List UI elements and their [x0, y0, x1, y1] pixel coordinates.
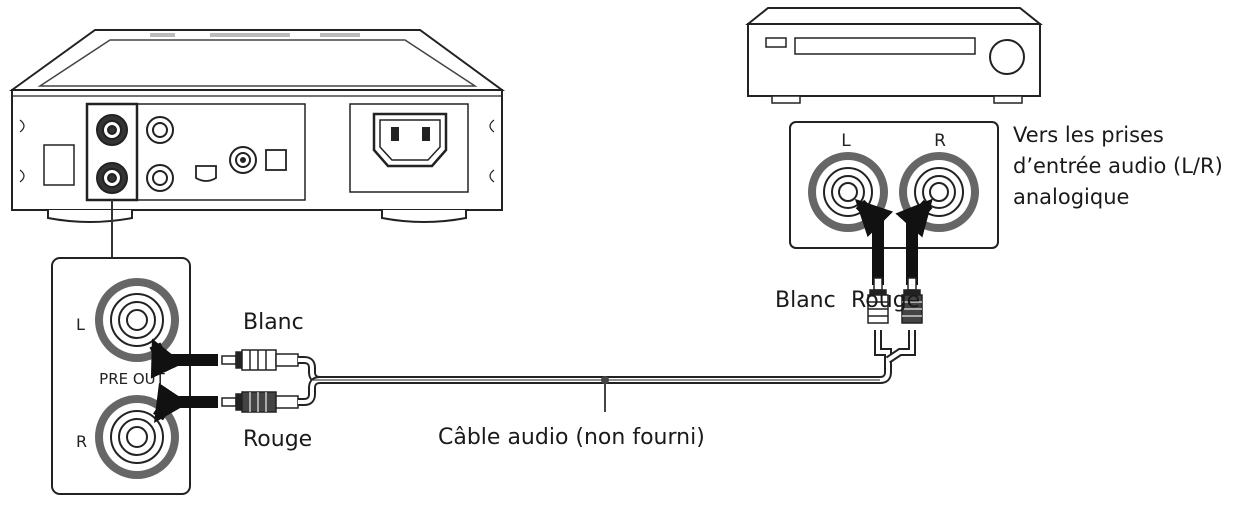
rca-plug-right-red	[901, 277, 923, 324]
label-white-right: Blanc	[775, 288, 836, 313]
arrow-to-input-r	[895, 198, 933, 285]
rca-plug-right-white	[867, 277, 889, 324]
label-destination-line2: d’entrée audio (L/R)	[1013, 154, 1223, 178]
label-destination-line1: Vers les prises	[1013, 123, 1164, 147]
destination-input-panel	[789, 121, 999, 249]
label-cable: Câble audio (non fourni)	[438, 425, 705, 450]
label-white-left: Blanc	[243, 310, 304, 335]
arrow-to-pre-out-r	[153, 383, 218, 423]
label-red-left: Rouge	[243, 427, 313, 452]
arrow-to-pre-out-l	[149, 338, 218, 379]
label-red-right: Rouge	[851, 288, 921, 313]
source-device	[8, 29, 506, 223]
rca-plug-left-white	[221, 349, 299, 371]
jack-label-l: L	[76, 315, 85, 334]
label-destination-line3: analogique	[1013, 185, 1130, 209]
jack-label-r: R	[76, 432, 87, 451]
destination-device	[745, 7, 1043, 104]
pre-out-label: PRE OUT	[99, 370, 165, 388]
audio-cable	[298, 330, 916, 406]
arrow-to-input-l	[854, 198, 894, 285]
input-label-l: L	[841, 131, 851, 151]
rca-plug-left-red	[221, 391, 299, 413]
pre-out-left-jack	[95, 278, 179, 362]
input-label-r: R	[934, 131, 946, 151]
